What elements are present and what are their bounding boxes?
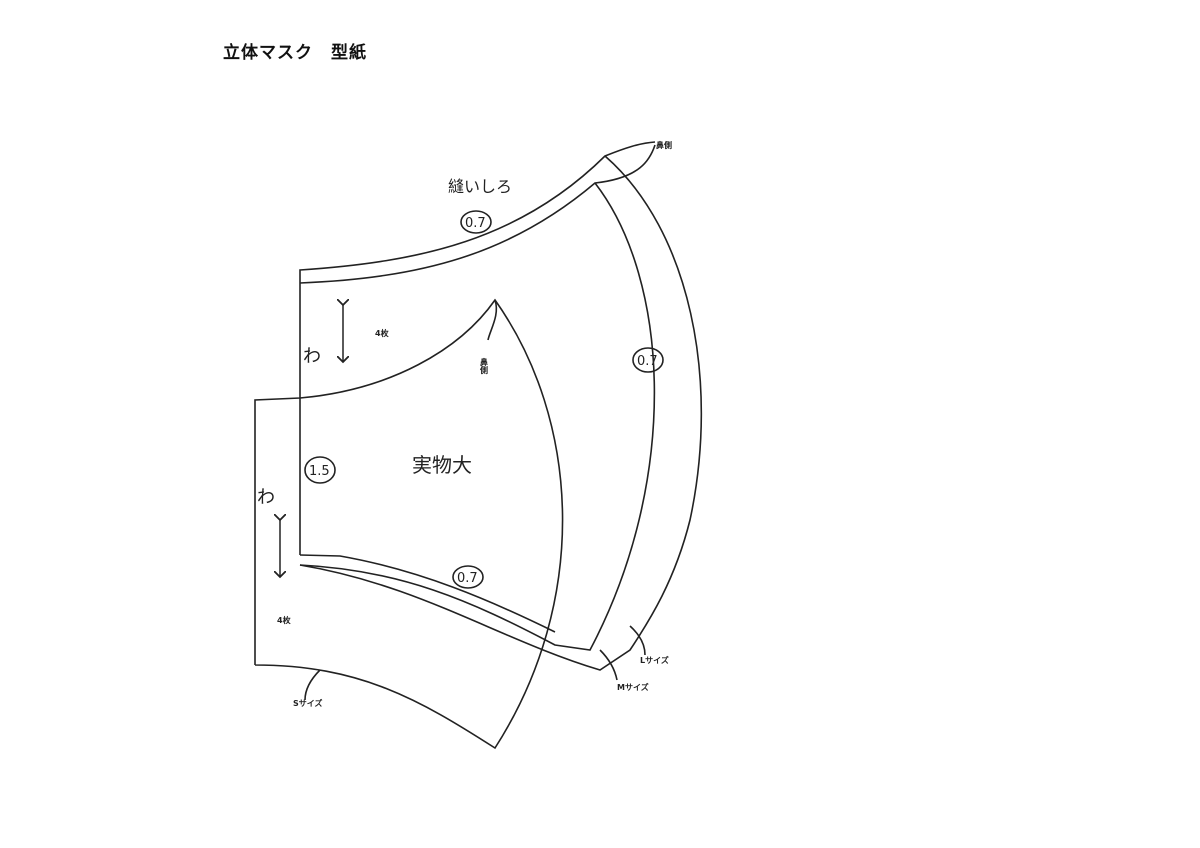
size-s-label: Sサイズ	[293, 698, 323, 708]
size-m-label: Mサイズ	[617, 682, 649, 692]
fold-bottom-label: わ	[257, 487, 275, 508]
page-title: 立体マスク 型紙	[223, 43, 367, 63]
seam-allowance-label: 縫いしろ	[448, 177, 512, 196]
actual-size-label: 実物大	[412, 453, 472, 477]
size-l-label: Lサイズ	[640, 655, 669, 665]
fold-top-label: わ	[303, 346, 321, 367]
seam-right-label: 0.7	[637, 354, 658, 369]
seam-left-label: 1.5	[309, 464, 330, 479]
nose-side-inner-label: 鼻側	[480, 357, 489, 375]
count-top-label: 4枚	[375, 328, 389, 338]
nose-side-top-label: 鼻側	[656, 140, 672, 150]
m-size-outline	[299, 144, 656, 651]
count-bottom-label: 4枚	[277, 615, 291, 625]
seam-top-label: 0.7	[465, 216, 486, 231]
s-size-outline	[254, 298, 564, 750]
l-size-outline	[299, 141, 703, 671]
seam-bottom-label: 0.7	[457, 571, 478, 586]
